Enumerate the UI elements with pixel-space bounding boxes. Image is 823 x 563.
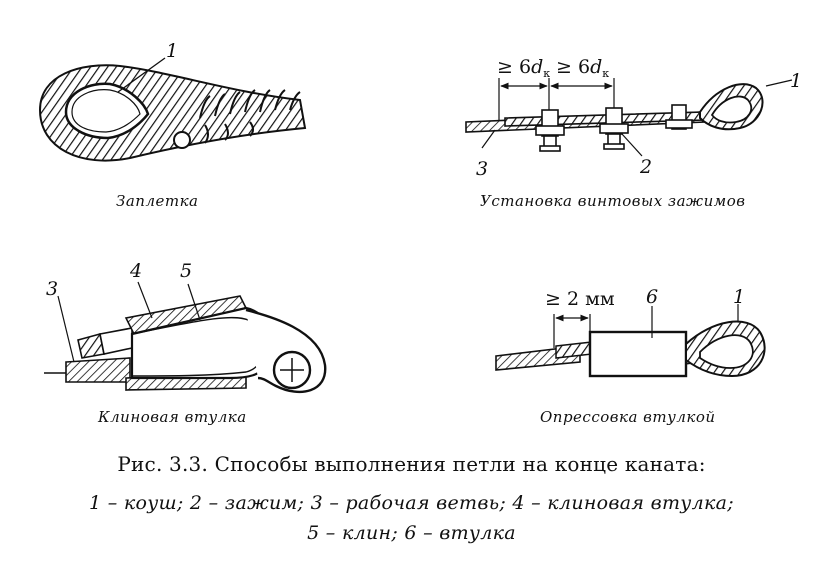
callout-3-branch-clamps: 3	[476, 158, 489, 180]
pressing-illustration	[495, 304, 766, 378]
dim-clamp-spacing-left: ≥ 6dк	[497, 56, 551, 80]
dim-sleeve-gap: ≥ 2 мм	[545, 288, 615, 310]
dim-clamp-spacing-right: ≥ 6dк	[556, 56, 610, 80]
figure-legend-line-1: 1 – коуш; 2 – зажим; 3 – рабочая ветвь; …	[89, 492, 734, 514]
caption-clamps: Установка винтовых зажимов	[480, 192, 746, 210]
figure-title: Рис. 3.3. Способы выполнения петли на ко…	[117, 452, 706, 476]
clamps-illustration	[465, 78, 793, 157]
splice-illustration	[38, 57, 307, 162]
callout-6-sleeve: 6	[646, 286, 659, 308]
callout-4-wedge-socket: 4	[130, 260, 143, 282]
callout-1-thimble-pressing: 1	[733, 286, 746, 308]
caption-splice: Заплетка	[116, 192, 199, 210]
callout-3-branch-wedge: 3	[46, 278, 59, 300]
clamp-2	[599, 107, 629, 150]
figure-legend-line-2: 5 – клин; 6 – втулка	[307, 522, 516, 544]
clamp-1	[535, 109, 565, 152]
callout-5-wedge: 5	[180, 260, 193, 282]
wedge-illustration	[44, 281, 327, 394]
clamp-3	[665, 104, 693, 130]
callout-2-clamp: 2	[640, 156, 653, 178]
caption-pressing: Опрессовка втулкой	[540, 408, 716, 426]
callout-1-thimble-clamps: 1	[790, 70, 803, 92]
callout-1-splice: 1	[166, 40, 179, 62]
caption-wedge: Клиновая втулка	[98, 408, 247, 426]
